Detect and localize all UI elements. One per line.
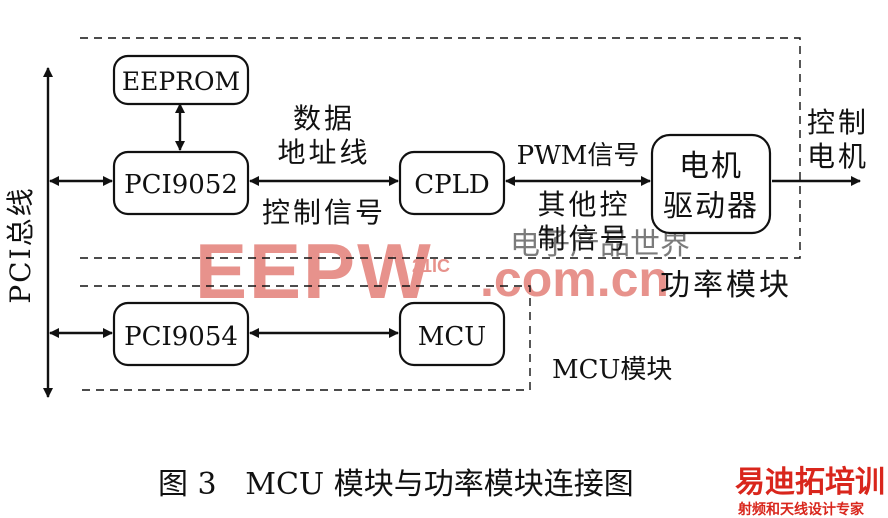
eeprom-label: EEPROM bbox=[122, 67, 240, 96]
pci9052-block: PCI9052 bbox=[112, 150, 250, 216]
motor-driver-label-line1: 电机 bbox=[679, 149, 743, 184]
mcu-module-label: MCU模块 bbox=[552, 355, 672, 385]
mcu-label: MCU bbox=[418, 322, 486, 352]
other-control-label-1: 其他控 bbox=[537, 188, 630, 221]
data-line-label-1: 数据 bbox=[293, 102, 355, 135]
pci9054-label: PCI9054 bbox=[124, 322, 238, 352]
eepw-chinese-text: 电子产品世界 bbox=[510, 227, 690, 262]
pci-bus-label: PCI总线 bbox=[4, 186, 37, 303]
cpld-label: CPLD bbox=[414, 170, 490, 200]
corner-watermark-sub: 射频和天线设计专家 bbox=[737, 501, 865, 517]
mcu-block: MCU bbox=[398, 301, 506, 367]
eepw-logo-text: EEPW bbox=[195, 227, 433, 315]
motor-driver-label-line2: 驱动器 bbox=[663, 189, 759, 224]
pwm-signal-label: PWM信号 bbox=[517, 141, 640, 171]
figure-caption: 图 3 MCU 模块与功率模块连接图 bbox=[158, 467, 634, 502]
pci9054-block: PCI9054 bbox=[112, 301, 250, 367]
eepw-watermark: EEPW .com.cn 21IC 电子产品世界 bbox=[195, 227, 690, 315]
corner-watermark: 易迪拓培训 射频和天线设计专家 bbox=[735, 465, 885, 517]
other-control-label-2: 制信号 bbox=[537, 222, 630, 255]
motor-driver-block: 电机 驱动器 bbox=[650, 133, 772, 235]
pci9052-label: PCI9052 bbox=[124, 170, 238, 200]
data-line-label-2: 地址线 bbox=[277, 136, 370, 169]
eepw-small-text: 21IC bbox=[412, 256, 450, 276]
power-module-boundary bbox=[80, 37, 801, 259]
power-module-label: 功率模块 bbox=[660, 268, 792, 303]
control-signal-label: 控制信号 bbox=[262, 196, 386, 229]
mcu-module-boundary bbox=[80, 285, 531, 391]
motor-control-label-2: 电机 bbox=[807, 140, 869, 173]
cpld-block: CPLD bbox=[398, 150, 506, 216]
eepw-url-text: .com.cn bbox=[480, 251, 669, 307]
motor-control-label-1: 控制 bbox=[807, 106, 869, 139]
eeprom-block: EEPROM bbox=[112, 54, 250, 106]
corner-watermark-main: 易迪拓培训 bbox=[735, 465, 885, 499]
